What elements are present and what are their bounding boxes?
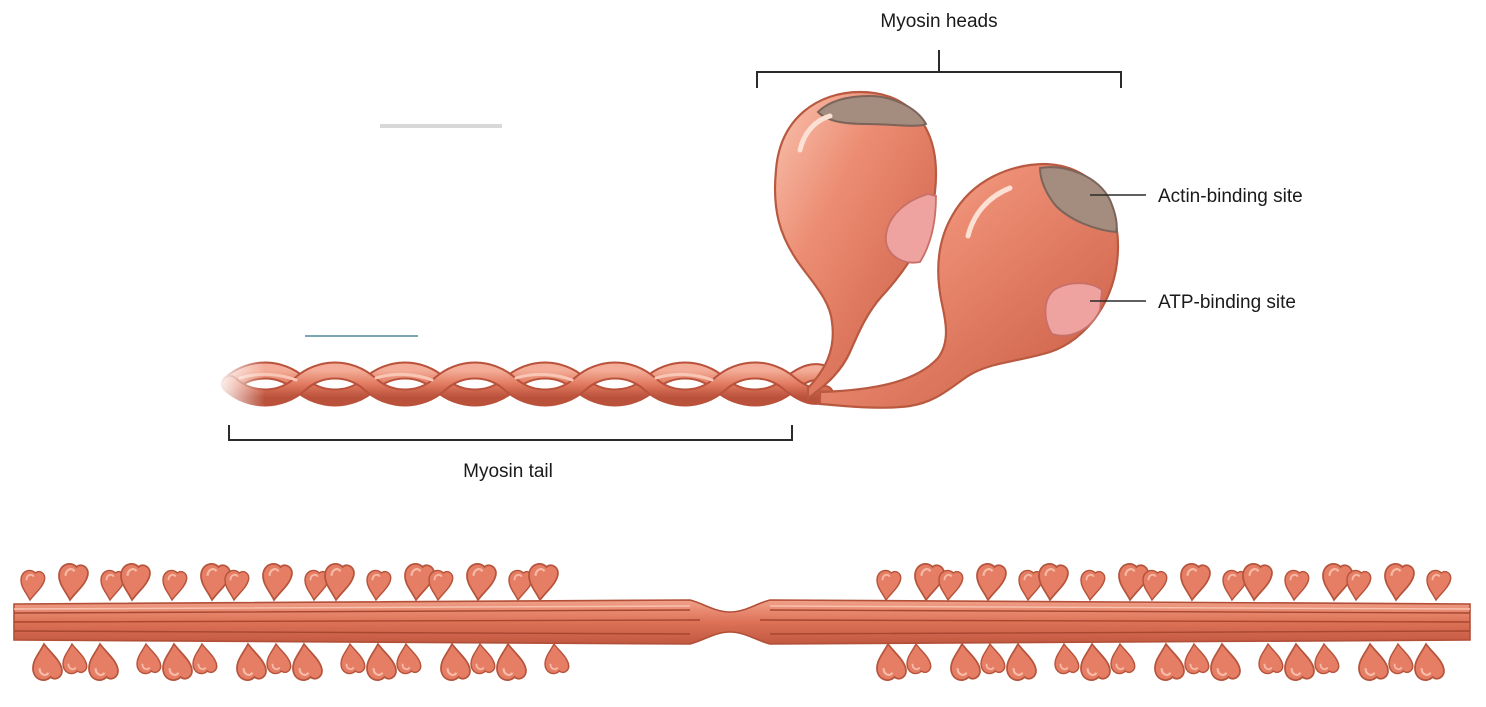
filament-head-top <box>121 564 150 600</box>
filament-head-bottom <box>497 644 526 680</box>
filament-head-bottom <box>33 644 62 680</box>
actin-binding-site-label: Actin-binding site <box>1158 186 1303 207</box>
thick-filament <box>14 564 1470 680</box>
filament-head-bottom <box>89 644 118 680</box>
filament-head-top <box>877 570 901 600</box>
myosin-tail-bracket <box>229 425 792 440</box>
filament-head-bottom <box>293 644 322 680</box>
filament-head-bottom <box>163 644 192 680</box>
filament-head-bottom <box>367 644 396 680</box>
filament-head-bottom <box>545 644 569 674</box>
filament-head-bottom <box>193 644 217 674</box>
filament-head-bottom <box>1185 644 1209 674</box>
filament-head-top <box>1285 570 1309 600</box>
atp-binding-site-label: ATP-binding site <box>1158 292 1296 313</box>
filament-head-top <box>21 570 45 600</box>
myosin-tail <box>215 360 825 410</box>
filament-head-bottom <box>1415 644 1444 680</box>
filament-head-top <box>467 564 496 600</box>
filament-head-bottom <box>1389 644 1413 674</box>
faint-residual-text <box>380 124 502 128</box>
filament-head-bottom <box>341 644 365 674</box>
myosin-heads-label: Myosin heads <box>880 11 997 32</box>
filament-head-bottom <box>1259 644 1283 674</box>
filament-head-top <box>367 570 391 600</box>
filament-head-top <box>1039 564 1068 600</box>
filament-head-bottom <box>907 644 931 674</box>
filament-head-top <box>263 564 292 600</box>
filament-head-top <box>977 564 1006 600</box>
filament-head-bottom <box>397 644 421 674</box>
filament-head-top <box>225 570 249 600</box>
filament-head-top <box>59 564 88 600</box>
filament-head-bottom <box>1081 644 1110 680</box>
filament-head-bottom <box>1315 644 1339 674</box>
filament-shaft <box>14 600 1470 644</box>
filament-head-bottom <box>63 644 87 674</box>
filament-head-bottom <box>1111 644 1135 674</box>
filament-head-top <box>1181 564 1210 600</box>
filament-head-bottom <box>1055 644 1079 674</box>
filament-head-bottom <box>441 644 470 680</box>
filament-head-bottom <box>981 644 1005 674</box>
filament-head-bottom <box>951 644 980 680</box>
filament-head-bottom <box>137 644 161 674</box>
filament-head-top <box>529 564 558 600</box>
filament-head-bottom <box>877 644 906 680</box>
myosin-head-left <box>775 92 936 398</box>
filament-head-top <box>1427 570 1451 600</box>
myosin-heads-bracket <box>757 50 1121 88</box>
filament-head-bottom <box>237 644 266 680</box>
filament-head-bottom <box>267 644 291 674</box>
filament-head-top <box>1143 570 1167 600</box>
filament-head-bottom <box>471 644 495 674</box>
filament-head-bottom <box>1155 644 1184 680</box>
filament-head-bottom <box>1359 644 1388 680</box>
filament-head-bottom <box>1285 644 1314 680</box>
filament-head-top <box>1347 570 1371 600</box>
filament-head-bottom <box>1211 644 1240 680</box>
filament-head-bottom <box>1007 644 1036 680</box>
filament-head-top <box>1385 564 1414 600</box>
filament-head-top <box>325 564 354 600</box>
filament-head-top <box>429 570 453 600</box>
myosin-tail-label: Myosin tail <box>463 461 553 482</box>
filament-head-top <box>163 570 187 600</box>
filament-head-top <box>1243 564 1272 600</box>
filament-head-top <box>1081 570 1105 600</box>
filament-head-top <box>939 570 963 600</box>
